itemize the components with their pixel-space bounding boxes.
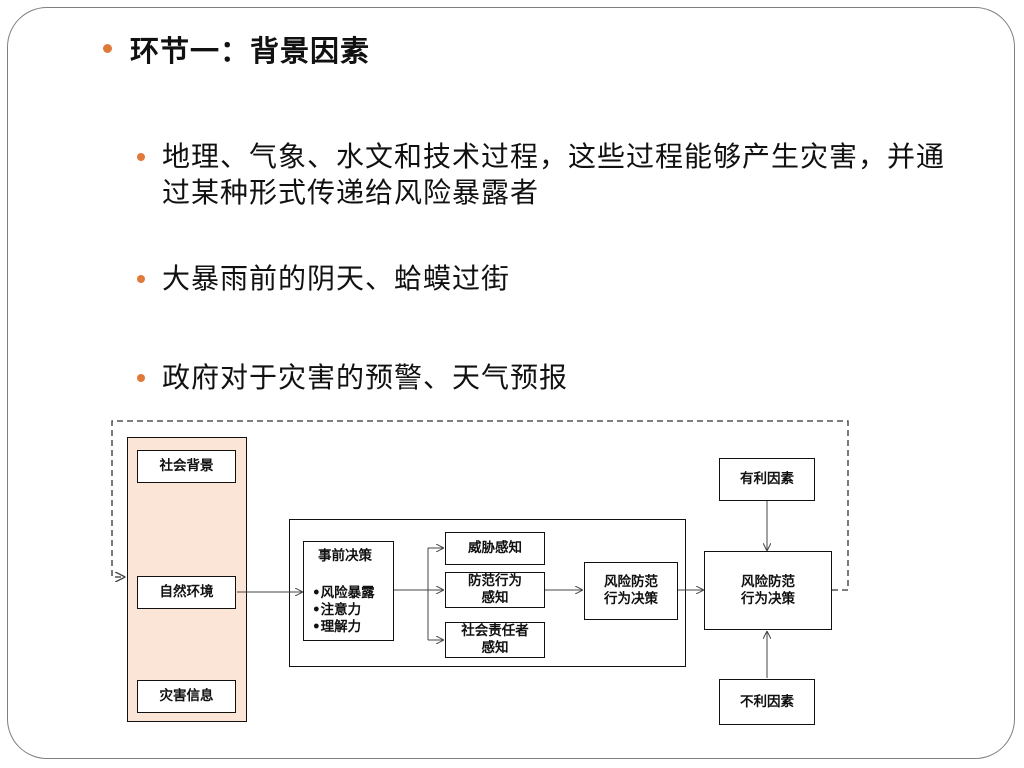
bullet-point-1: 地理、气象、水文和技术过程，这些过程能够产生灾害，并通过某种形式传递给风险暴露者 <box>162 140 946 209</box>
social-responsibility-perception-box: 社会责任者 感知 <box>445 622 545 658</box>
pre-decision-heading: 事前决策 <box>318 548 372 564</box>
bullet-point-3: 政府对于灾害的预警、天气预报 <box>162 361 569 394</box>
threat-perception-box: 威胁感知 <box>445 532 545 565</box>
bullet-point-2: 大暴雨前的阴天、蛤蟆过街 <box>162 262 511 295</box>
slide-title: 环节一：背景因素 <box>130 34 371 68</box>
bullet-icon <box>137 275 145 283</box>
favorable-factors-box: 有利因素 <box>719 458 815 501</box>
social-background-box: 社会背景 <box>137 450 236 483</box>
pre-decision-item: •理解力 <box>312 619 362 635</box>
risk-prevention-decision-box: 风险防范 行为决策 <box>584 562 678 620</box>
pre-decision-item: •注意力 <box>312 602 362 618</box>
feedback-loop-line <box>111 420 849 591</box>
pre-decision-box <box>303 541 394 641</box>
bullet-icon <box>137 153 145 161</box>
natural-environment-box: 自然环境 <box>137 576 236 609</box>
unfavorable-factors-box: 不利因素 <box>719 679 815 725</box>
bullet-icon <box>137 374 145 382</box>
defense-behavior-perception-box: 防范行为 感知 <box>445 572 545 608</box>
pre-decision-item: •风险暴露 <box>312 585 375 601</box>
disaster-information-box: 灾害信息 <box>137 680 236 713</box>
final-decision-box: 风险防范 行为决策 <box>704 551 832 630</box>
title-bullet-icon <box>103 44 112 53</box>
